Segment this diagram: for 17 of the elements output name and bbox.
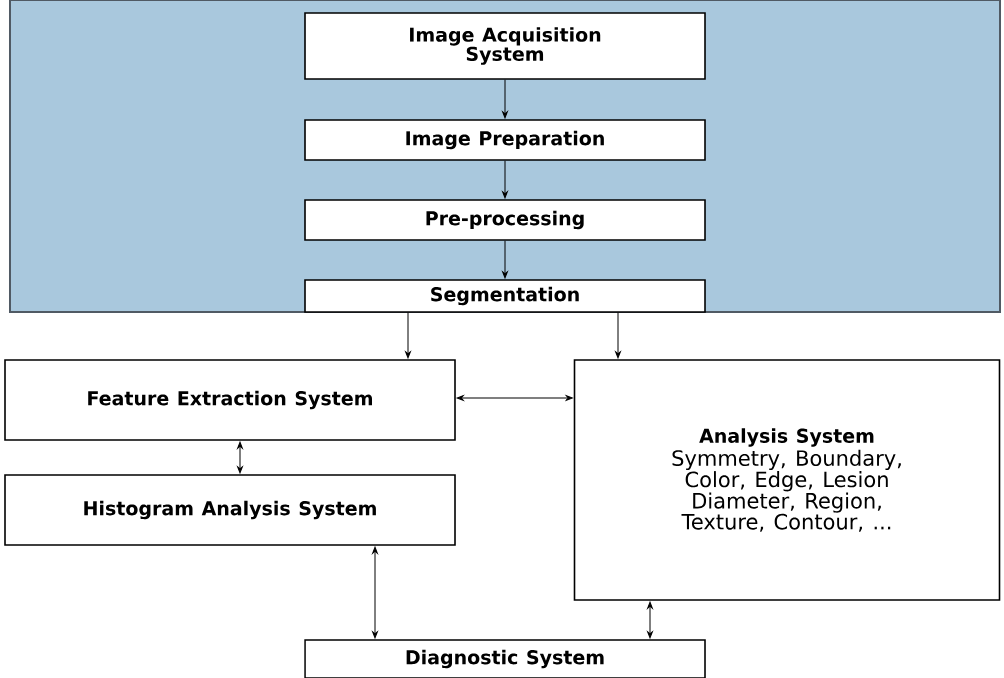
arrow [647, 601, 653, 639]
arrow [502, 240, 508, 279]
arrow [405, 312, 411, 359]
arrow [456, 395, 573, 401]
process-box: Feature Extraction System [4, 359, 456, 441]
process-box: Segmentation [304, 279, 706, 313]
process-box: Image Preparation [304, 119, 706, 161]
process-box: Pre-processing [304, 199, 706, 241]
arrow [615, 312, 621, 359]
process-box: Histogram Analysis System [4, 474, 456, 546]
arrow [237, 441, 243, 474]
process-box: Analysis System Symmetry, Boundary, Color, Edge, Lesion Diameter, Region, Texture, Contour, ... [573, 359, 1001, 601]
arrow [372, 546, 378, 639]
process-box: Diagnostic System [304, 639, 706, 678]
arrow [502, 79, 508, 119]
arrow [502, 160, 508, 199]
process-box: Image Acquisition System [304, 12, 706, 80]
